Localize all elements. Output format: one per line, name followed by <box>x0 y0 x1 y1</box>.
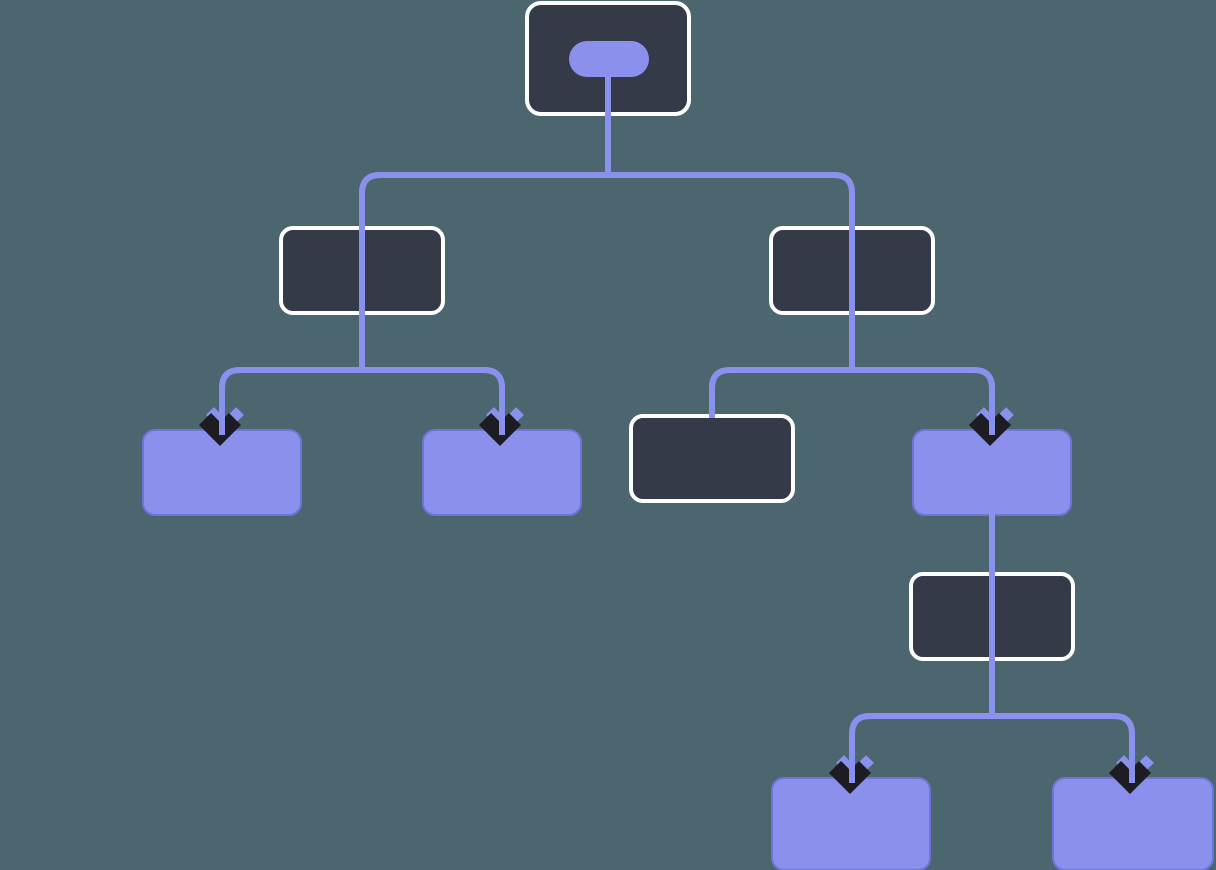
edge-lower-branch-to-leaf-e <box>849 616 995 788</box>
arrowhead-leaf-b <box>478 398 524 447</box>
arrowhead-leaf-f <box>1108 746 1154 795</box>
arrowhead-leaf-a <box>198 398 244 447</box>
terminal-node-dark-shape[interactable] <box>629 414 795 503</box>
leaf-node-f-shape[interactable] <box>1052 777 1214 870</box>
edge-right-branch-to-purple-node <box>852 367 995 440</box>
edge-layer-over <box>219 58 1135 788</box>
edge-left-branch-to-leaf-b <box>362 367 505 440</box>
edge-left-branch-to-leaf-a <box>219 270 365 440</box>
node-layer <box>142 1 1214 870</box>
arrowhead-leaf-e <box>828 746 874 795</box>
leaf-node-f[interactable] <box>1052 777 1214 870</box>
terminal-node-dark[interactable] <box>629 414 795 503</box>
edge-root-to-right-branch <box>608 172 855 270</box>
edge-lower-branch-to-leaf-f <box>992 713 1135 788</box>
edge-root-to-left-branch <box>359 172 608 270</box>
arrowhead-layer <box>198 398 1154 795</box>
edge-right-branch-to-dark-node <box>709 270 855 418</box>
arrowhead-purple-branch <box>968 398 1014 447</box>
